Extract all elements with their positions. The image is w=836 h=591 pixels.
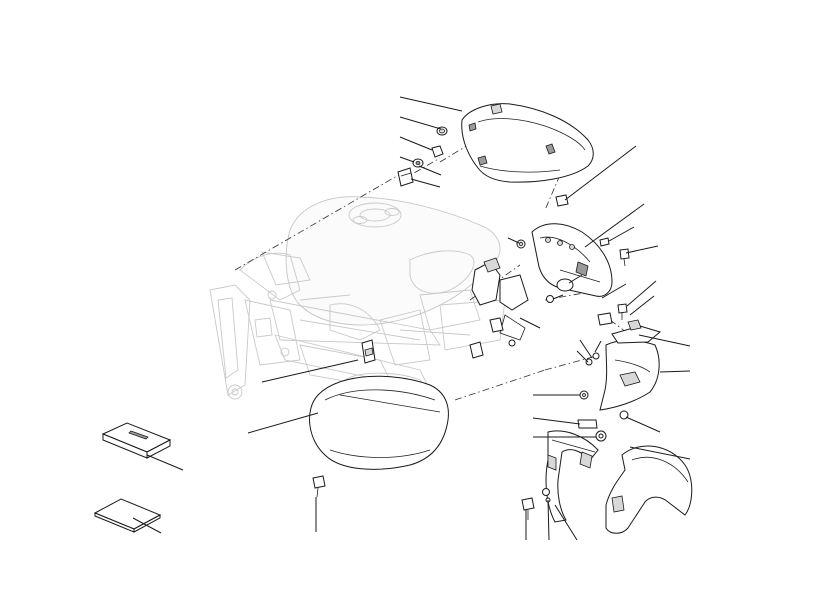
spacer-bushing	[412, 145, 444, 168]
small-clip	[555, 194, 569, 207]
washers	[577, 352, 629, 442]
retaining-clip	[397, 167, 414, 187]
frame-bracket	[361, 339, 376, 364]
left-side-panel	[309, 375, 449, 470]
fairing-side-panel	[597, 312, 662, 411]
instrument-cover	[469, 257, 529, 359]
screw-bottom	[312, 475, 326, 498]
owner-manual	[101, 422, 172, 459]
headlight-support-bracket	[531, 223, 613, 297]
screws	[516, 237, 630, 320]
background-frame	[209, 196, 506, 400]
document-card	[93, 498, 162, 533]
tank-cover	[461, 103, 594, 183]
leader-lines	[132, 96, 691, 541]
mudguard-bracket	[545, 430, 599, 523]
front-mudguard	[605, 445, 693, 534]
